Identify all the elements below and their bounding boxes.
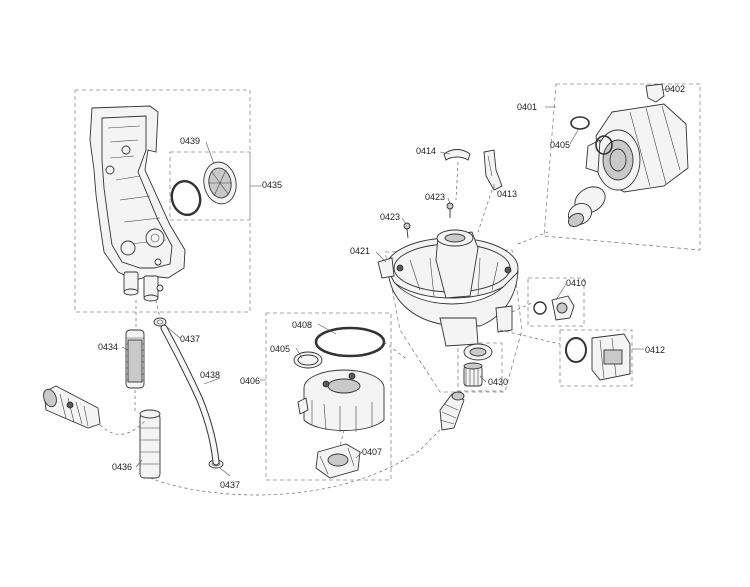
box-0435-group <box>74 89 251 313</box>
label-0405-upper: 0405 <box>550 140 570 150</box>
label-0412: 0412 <box>645 345 665 355</box>
connection-lines-left <box>99 299 441 496</box>
box-0406-group <box>265 312 392 481</box>
group-boxes <box>74 83 701 481</box>
connection-lines-center <box>455 161 561 345</box>
box-0401-group <box>543 83 701 251</box>
box-0430-group <box>457 342 503 392</box>
clip-0402-part <box>645 83 665 103</box>
label-0434: 0434 <box>98 342 118 352</box>
label-0435: 0435 <box>262 180 282 190</box>
housing-cover-part <box>89 105 186 302</box>
seal-ring-part <box>170 161 237 217</box>
outlet-connector-part <box>439 391 465 431</box>
bracket-0413-part <box>483 149 503 191</box>
motor-0412-part <box>565 333 631 381</box>
box-0412-group <box>559 329 633 387</box>
label-0407: 0407 <box>362 447 382 457</box>
label-0414: 0414 <box>416 146 436 156</box>
part-labels: 0401 0402 0405 0405 0406 0407 0408 0410 … <box>98 84 685 490</box>
circulation-pump-part <box>568 103 689 228</box>
label-0430: 0430 <box>488 377 508 387</box>
box-0421-group <box>384 249 523 393</box>
label-0408: 0408 <box>292 320 312 330</box>
label-0401: 0401 <box>517 102 537 112</box>
label-0405-lower: 0405 <box>270 344 290 354</box>
sump-housing-part <box>377 229 519 361</box>
hose-0436-part <box>139 409 161 479</box>
connection-lines-0406 <box>339 341 409 447</box>
label-0436: 0436 <box>112 462 132 472</box>
screw-0423-upper <box>446 202 454 218</box>
label-0439: 0439 <box>180 136 200 146</box>
valve-0410-part <box>533 295 575 321</box>
ring-0405-lower-part <box>293 351 323 369</box>
heater-0406-part <box>297 369 385 432</box>
label-0437-upper: 0437 <box>180 334 200 344</box>
screw-0423-lower <box>403 222 411 239</box>
leader-lines <box>121 87 673 477</box>
label-0423-lower: 0423 <box>380 212 400 222</box>
seal-ring-0408-part <box>314 326 386 358</box>
label-0438: 0438 <box>200 370 220 380</box>
clip-0414-part <box>443 149 471 161</box>
filter-0430-part <box>463 362 483 387</box>
label-0423-upper: 0423 <box>425 192 445 202</box>
label-0413: 0413 <box>497 189 517 199</box>
label-0406: 0406 <box>240 376 260 386</box>
label-0421: 0421 <box>350 246 370 256</box>
inlet-connector-part <box>43 385 101 429</box>
label-0437-lower: 0437 <box>220 480 240 490</box>
label-0410: 0410 <box>566 278 586 288</box>
drain-motor-0407-part <box>315 443 361 479</box>
box-0410-group <box>527 277 585 327</box>
ribbed-hose-part <box>125 329 145 389</box>
drain-hose-part <box>160 324 220 466</box>
label-0402: 0402 <box>665 84 685 94</box>
